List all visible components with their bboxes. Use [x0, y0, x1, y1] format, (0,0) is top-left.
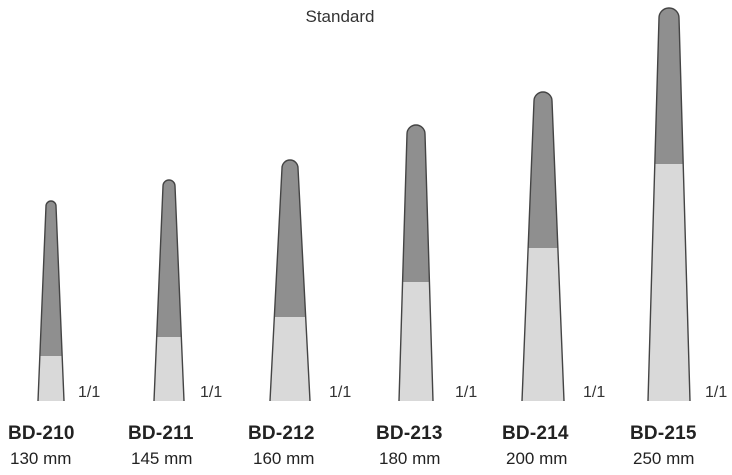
tip-shape — [521, 91, 565, 402]
scale-label: 1/1 — [200, 384, 223, 401]
tip-dark-section — [39, 201, 63, 356]
tip-base-section — [154, 337, 184, 401]
tip-outline — [521, 91, 565, 402]
tip-dark-section — [654, 8, 684, 164]
tip-shape — [398, 124, 434, 402]
product-code: BD-213 — [376, 423, 443, 444]
product-length: 130 mm — [10, 449, 72, 468]
diagram-title: Standard — [305, 7, 375, 26]
tip-shape — [269, 159, 311, 402]
tip-dark-section — [402, 125, 430, 282]
product-code: BD-211 — [128, 423, 194, 444]
tip-outline — [269, 159, 311, 402]
product-code: BD-215 — [630, 423, 697, 444]
tip-base-section — [399, 282, 433, 401]
product-length: 145 mm — [131, 449, 193, 468]
tip-shape — [37, 200, 65, 402]
scale-label: 1/1 — [455, 384, 478, 401]
tip-shape — [647, 7, 691, 402]
product-code: BD-212 — [248, 423, 315, 444]
tip-base-section — [648, 164, 690, 401]
scale-label: 1/1 — [329, 384, 352, 401]
product-code: BD-210 — [8, 423, 75, 444]
tip-base-section — [38, 356, 64, 401]
tip-shape — [153, 179, 185, 402]
scale-label: 1/1 — [78, 384, 101, 401]
product-length: 250 mm — [633, 449, 695, 468]
scale-label: 1/1 — [705, 384, 728, 401]
tip-outline — [37, 200, 65, 402]
tip-dark-section — [156, 180, 182, 337]
tip-outline — [398, 124, 434, 402]
product-code: BD-214 — [502, 423, 569, 444]
scale-label: 1/1 — [583, 384, 606, 401]
tip-outline — [153, 179, 185, 402]
tip-outline — [647, 7, 691, 402]
product-length: 180 mm — [379, 449, 441, 468]
tip-dark-section — [274, 160, 306, 317]
tip-base-section — [522, 248, 564, 401]
tip-base-section — [270, 317, 310, 401]
product-length: 160 mm — [253, 449, 315, 468]
tip-dark-section — [528, 92, 558, 248]
product-length: 200 mm — [506, 449, 568, 468]
